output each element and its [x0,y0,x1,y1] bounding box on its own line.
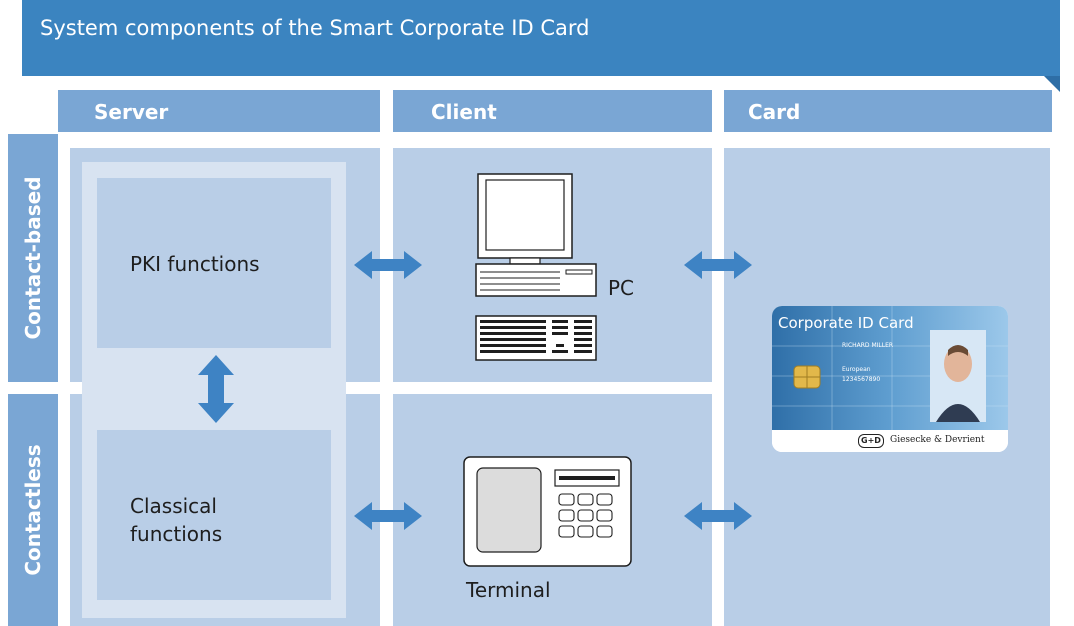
diagram-title: System components of the Smart Corporate… [40,16,590,40]
double-arrow-icon [684,251,752,279]
classical-functions-box [97,430,331,600]
column-label: Server [94,100,169,124]
column-label: Client [431,100,497,124]
card-number: 1234567890 [842,376,881,383]
pc-icon [475,173,597,361]
row-header-contact-based: Contact-based [8,134,58,382]
column-header-server: Server [58,90,380,132]
row-header-contactless: Contactless [8,394,58,626]
gd-logo-icon: G+D [858,434,884,448]
card-brand: Giesecke & Devrient [890,435,985,445]
column-header-card: Card [724,90,1052,132]
column-label: Card [748,100,801,124]
card-title: Corporate ID Card [778,314,914,332]
terminal-icon [463,456,632,567]
pc-label: PC [608,276,635,300]
card-nationality: European [842,366,871,373]
page-fold-corner [1044,76,1060,92]
title-bar [22,0,1060,76]
double-arrow-icon [354,502,422,530]
double-arrow-icon [684,502,752,530]
card-holder-name: RICHARD MILLER [842,342,894,349]
double-arrow-icon [354,251,422,279]
terminal-label: Terminal [466,578,551,602]
corporate-id-card: Corporate ID Card RICHARD MILLER Europea… [772,306,1008,452]
vertical-double-arrow-icon [198,355,234,423]
column-header-client: Client [393,90,712,132]
classical-functions-label: Classical functions [130,494,223,546]
card-background [772,306,1008,452]
pki-functions-label: PKI functions [130,252,260,276]
pki-functions-box [97,178,331,348]
